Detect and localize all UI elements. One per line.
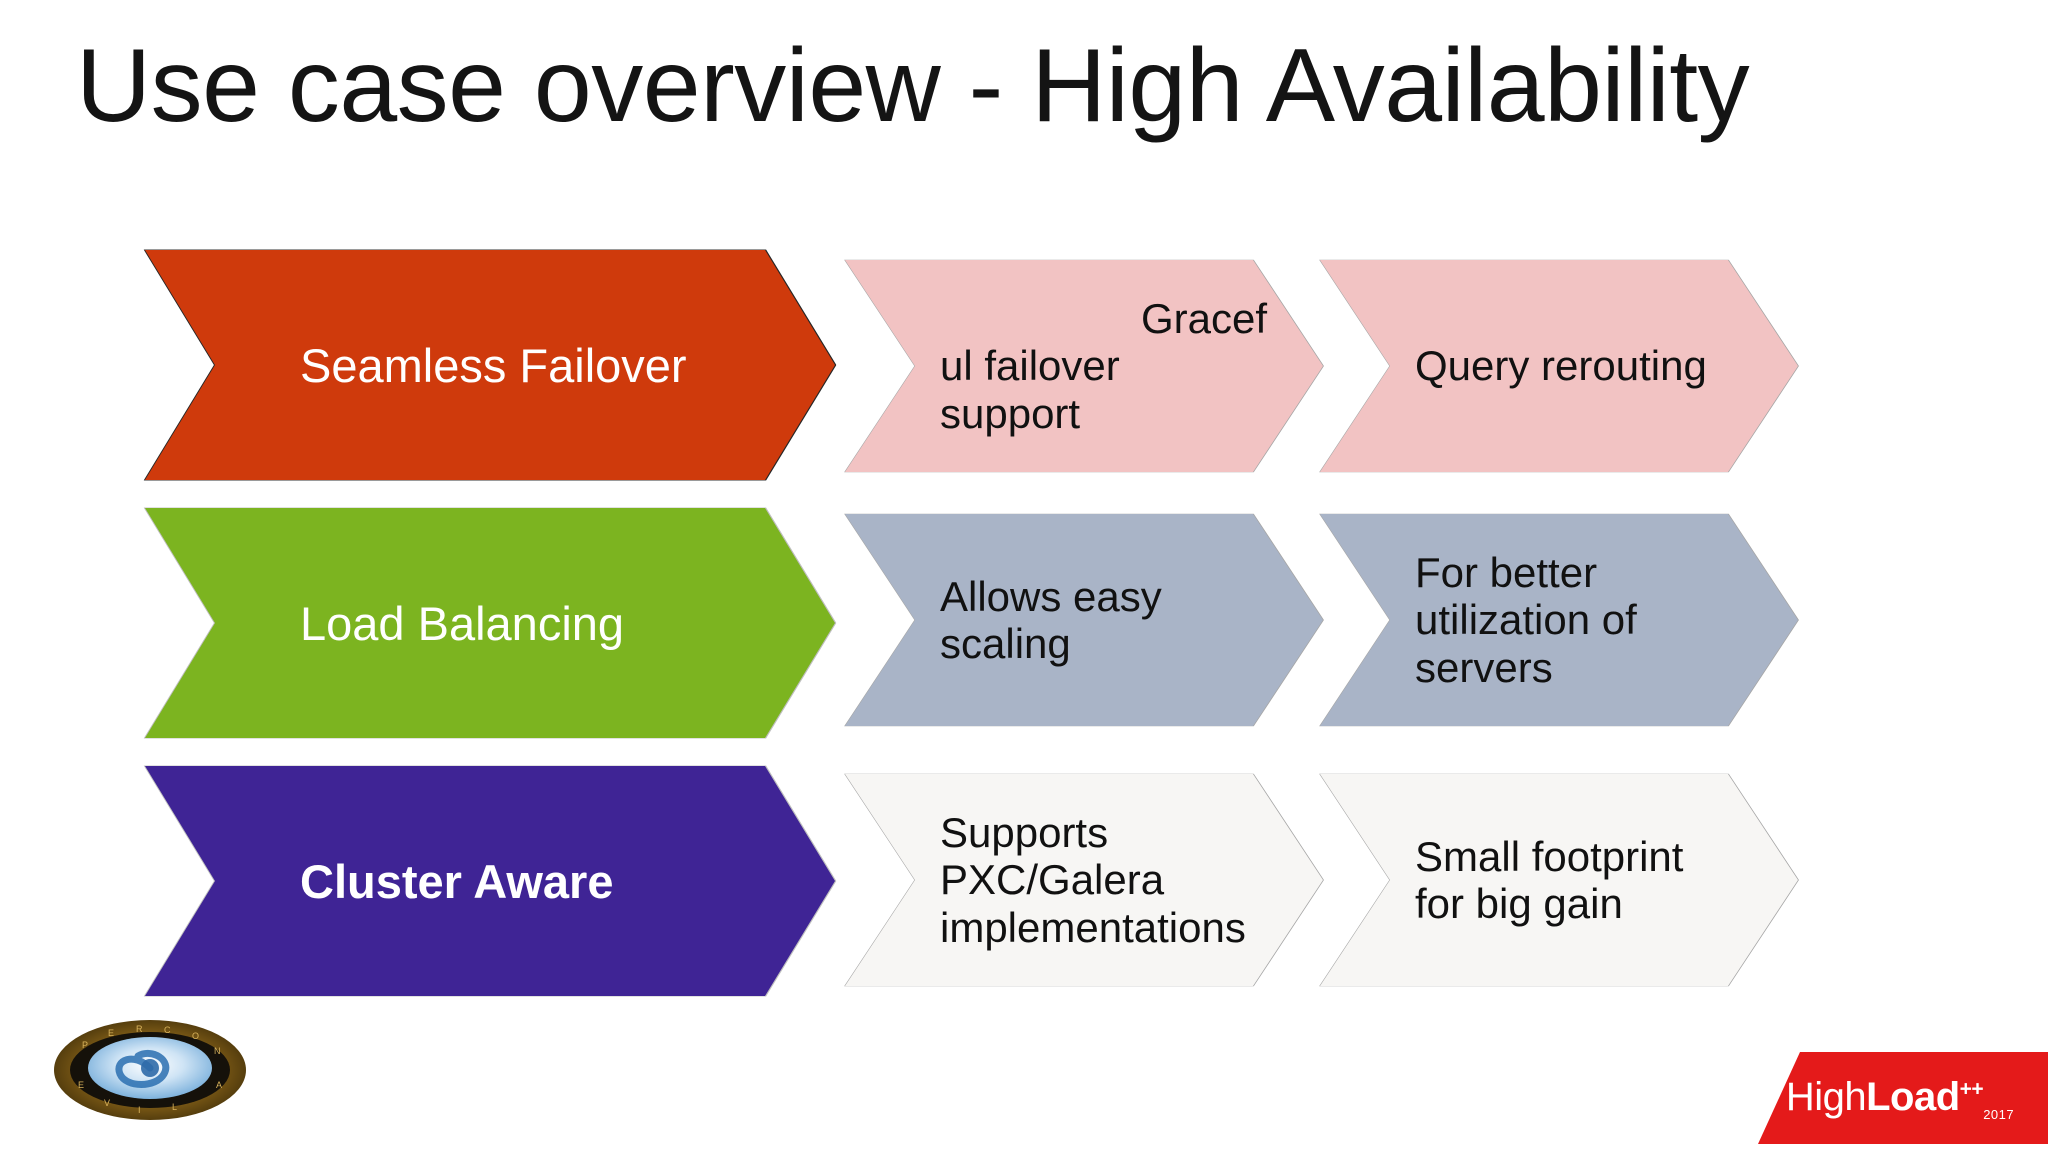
label-line-1: For better	[1415, 549, 1598, 597]
chevron-fill	[845, 774, 1323, 986]
primary-chevron-label: Cluster Aware	[300, 854, 614, 908]
page-title: Use case overview - High Availability	[76, 28, 1750, 144]
primary-chevron-seamless-failover[interactable]: Seamless Failover	[145, 250, 835, 480]
highload-text-light: High	[1785, 1074, 1867, 1119]
secondary-chevron-label: Small footprint for big gain	[1320, 833, 1798, 927]
percona-galaxy-logo-icon: P E R C O N A L I V E	[52, 1012, 248, 1122]
primary-chevron-load-balancing[interactable]: Load Balancing	[145, 508, 835, 738]
secondary-chevron-allows-easy-scaling[interactable]: Allows easy scaling	[845, 514, 1323, 726]
label-line-1: Supports	[940, 809, 1109, 857]
secondary-chevron-label: Gracef ul failover support	[845, 295, 1323, 436]
chevron-fill	[1320, 260, 1798, 472]
secondary-chevron-small-footprint[interactable]: Small footprint for big gain	[1320, 774, 1798, 986]
svg-text:C: C	[164, 1025, 171, 1035]
highload-logo-text: HighLoad++ 2017	[1786, 1075, 2020, 1122]
highload-superscript: ++	[1959, 1077, 1984, 1101]
chevron-fill	[145, 508, 835, 738]
svg-text:P: P	[82, 1040, 88, 1050]
chevron-row-2: Load Balancing Allows easy scaling For b…	[0, 508, 2048, 766]
chevron-fill	[145, 766, 835, 996]
label-line-1: Query rerouting	[1415, 342, 1707, 390]
svg-text:E: E	[108, 1028, 114, 1038]
label-line-2: PXC/Galera	[940, 856, 1165, 904]
chevron-fill	[845, 260, 1323, 472]
label-line-2: for big gain	[1415, 880, 1623, 927]
secondary-chevron-query-rerouting[interactable]: Query rerouting	[1320, 260, 1798, 472]
svg-text:V: V	[104, 1098, 110, 1108]
label-line-3: support	[940, 389, 1081, 437]
label-line-2: ul failover	[940, 342, 1120, 390]
secondary-chevron-label: For better utilization of servers	[1320, 549, 1798, 690]
highload-text-bold: Load	[1866, 1074, 1960, 1119]
secondary-chevron-label: Query rerouting	[1320, 342, 1798, 389]
highload-logo: HighLoad++ 2017	[1758, 1052, 2048, 1144]
label-line-3: servers	[1415, 643, 1553, 691]
label-line-1: Gracef	[1140, 295, 1267, 343]
svg-text:R: R	[136, 1024, 143, 1034]
label-line-1: Small footprint	[1415, 832, 1684, 880]
label-line-1: Allows easy	[940, 572, 1162, 620]
chevron-diagram: Seamless Failover Gracef ul failover sup…	[0, 250, 2048, 1024]
svg-text:I: I	[138, 1105, 141, 1115]
svg-text:O: O	[192, 1031, 199, 1041]
svg-text:A: A	[216, 1080, 222, 1090]
label-line-3: implementations	[940, 903, 1246, 951]
chevron-fill	[845, 514, 1323, 726]
secondary-chevron-label: Supports PXC/Galera implementations	[845, 809, 1323, 950]
secondary-chevron-label: Allows easy scaling	[845, 573, 1323, 667]
chevron-fill	[145, 250, 835, 480]
primary-chevron-label: Load Balancing	[300, 596, 625, 650]
svg-text:E: E	[78, 1080, 84, 1090]
chevron-row-3: Cluster Aware Supports PXC/Galera implem…	[0, 766, 2048, 1024]
highload-year: 2017	[1983, 1106, 2015, 1122]
chevron-row-1: Seamless Failover Gracef ul failover sup…	[0, 250, 2048, 508]
label-line-2: utilization of	[1415, 596, 1637, 644]
svg-text:N: N	[214, 1046, 221, 1056]
primary-chevron-label: Seamless Failover	[300, 338, 687, 392]
primary-chevron-cluster-aware[interactable]: Cluster Aware	[145, 766, 835, 996]
secondary-chevron-graceful-failover-support[interactable]: Gracef ul failover support	[845, 260, 1323, 472]
label-line-2: scaling	[940, 620, 1071, 667]
chevron-fill	[1320, 774, 1798, 986]
svg-text:L: L	[172, 1102, 177, 1112]
secondary-chevron-better-utilization[interactable]: For better utilization of servers	[1320, 514, 1798, 726]
chevron-fill	[1320, 514, 1798, 726]
secondary-chevron-supports-pxc-galera[interactable]: Supports PXC/Galera implementations	[845, 774, 1323, 986]
